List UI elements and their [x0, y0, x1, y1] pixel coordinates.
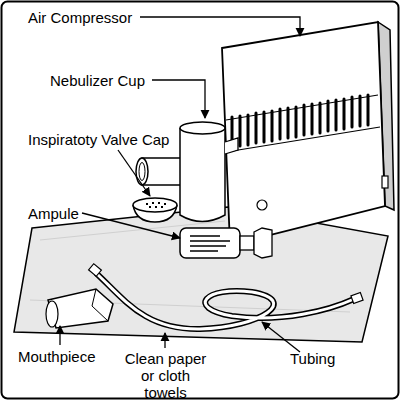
grille-band: [226, 95, 380, 152]
tube-connector: [89, 264, 102, 277]
cap-rim: [133, 198, 177, 212]
air-outlet: [257, 200, 267, 210]
mouthpiece: [46, 289, 113, 328]
grille-slats: [232, 95, 368, 147]
part-label: Inspiratoty Valve Cap: [28, 131, 198, 148]
tube-connector: [351, 293, 363, 304]
tube-inner: [97, 274, 354, 329]
tube-outline: [97, 274, 354, 329]
leader-line: [118, 150, 150, 196]
ampule-print: [190, 236, 230, 251]
port-inner: [139, 163, 145, 181]
cup-top: [180, 122, 225, 134]
leader-line: [140, 17, 300, 36]
part-label: Clean paper or cloth towels: [118, 350, 213, 400]
cup-body: [180, 128, 225, 222]
part-label: Mouthpiece: [18, 348, 118, 365]
mouthpiece-opening: [46, 301, 58, 327]
air-compressor: [222, 22, 394, 245]
towel: [14, 207, 388, 342]
part-label: Air Compressor: [28, 9, 148, 26]
mouthpiece-edge: [92, 289, 108, 321]
cup-nozzle: [225, 138, 238, 154]
ampule-neck: [240, 236, 254, 250]
valve-cap: [133, 198, 177, 222]
leader-lines: [60, 17, 300, 352]
port-opening: [136, 158, 148, 185]
ampule-body: [180, 228, 240, 258]
part-label: Ampule: [28, 205, 98, 222]
leader-line: [262, 322, 300, 352]
cap-holes: [146, 203, 166, 207]
leader-line: [59, 326, 60, 345]
leader-line: [152, 80, 205, 118]
compressor-front: [222, 22, 385, 245]
power-switch: [382, 176, 388, 188]
leader-line: [164, 333, 165, 348]
part-label: Tubing: [290, 350, 360, 367]
ampule-tab: [254, 228, 272, 258]
part-label: Nebulizer Cup: [50, 72, 160, 89]
leader-line: [82, 213, 180, 238]
ampule: [180, 228, 272, 258]
tubing: [89, 264, 363, 329]
